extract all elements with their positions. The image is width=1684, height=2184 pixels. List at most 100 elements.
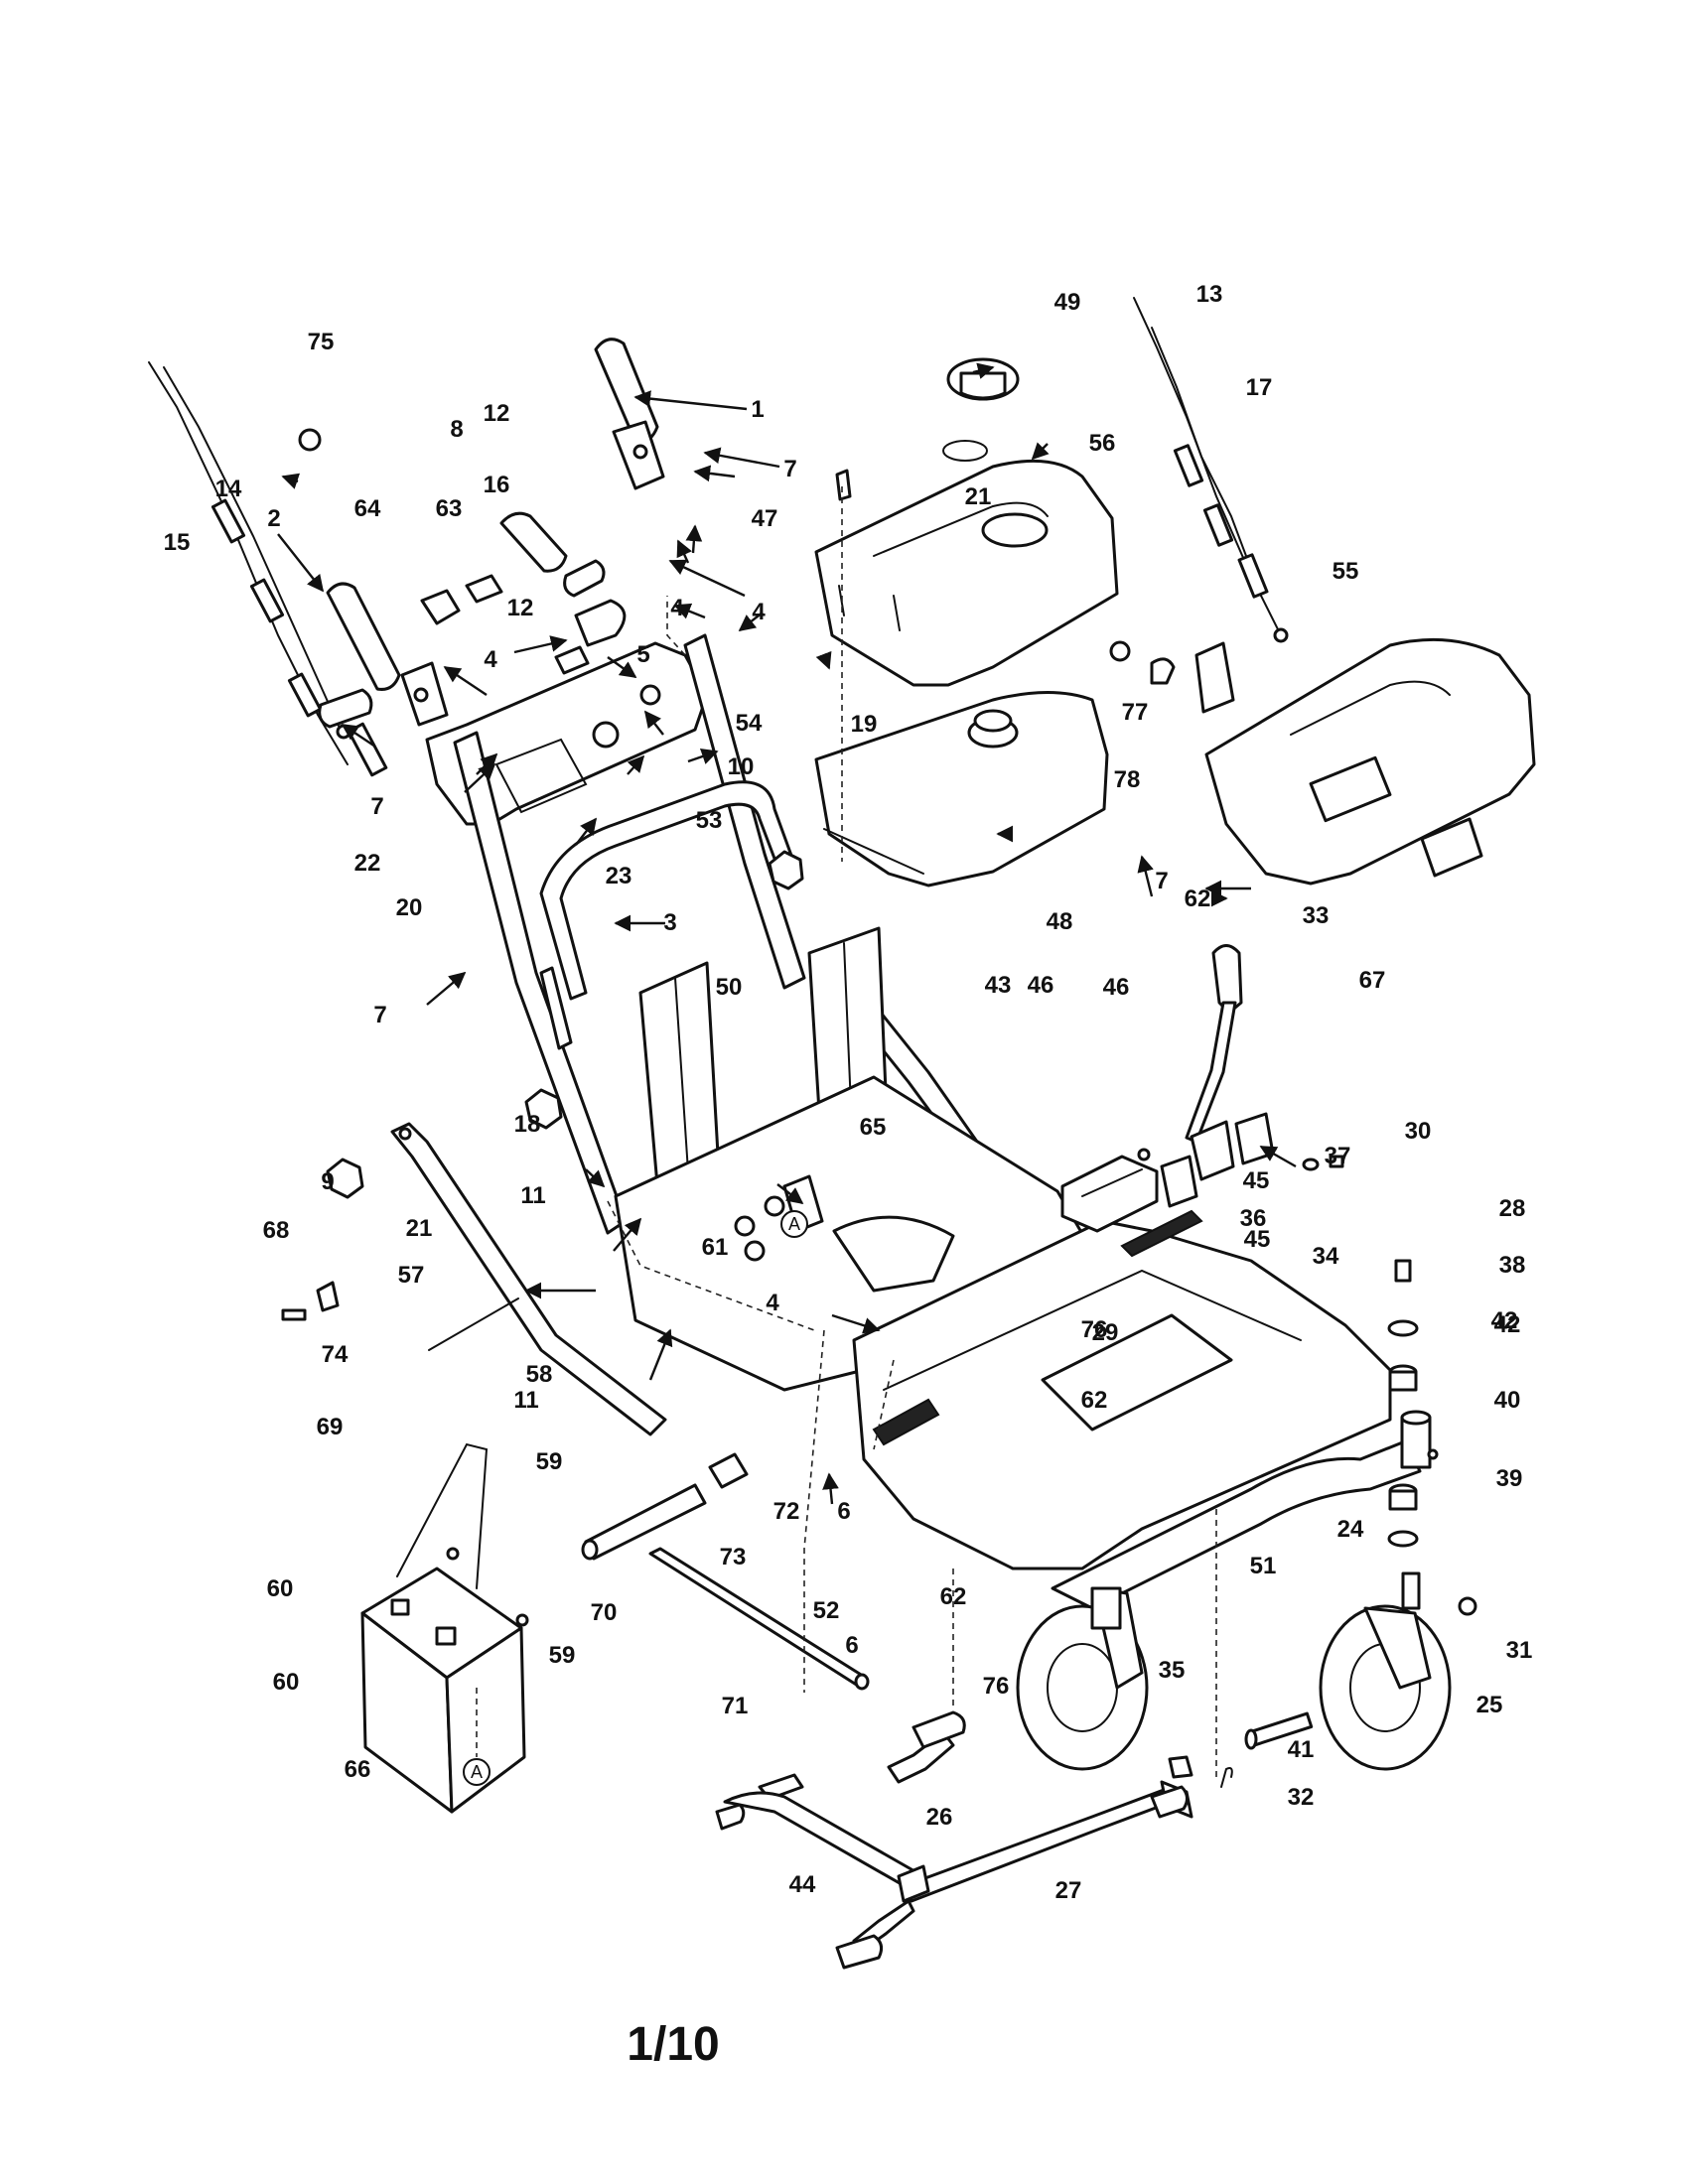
callout-label: 47: [752, 505, 778, 532]
callout-label: 13: [1196, 281, 1223, 308]
callout-label: 70: [591, 1599, 618, 1626]
callout-label: 46: [1028, 972, 1054, 999]
battery: [360, 1442, 529, 1814]
callout-label: 43: [985, 972, 1012, 999]
reference-marker-label: A: [788, 1214, 800, 1234]
handle-rails: [453, 633, 806, 1235]
callout-label: 45: [1244, 1226, 1271, 1253]
callout-label: 14: [215, 476, 242, 502]
axle-frame: [1051, 1410, 1432, 1610]
handle-brackets: [400, 420, 665, 727]
callout-label: 68: [263, 1217, 290, 1244]
callout-label: 19: [851, 711, 878, 738]
callout-label: 10: [728, 753, 755, 780]
drive-cable-right: [1133, 297, 1289, 643]
assembly-lines: [476, 486, 1217, 1777]
callout-label: 45: [1243, 1167, 1270, 1194]
pins-and-clips: [1168, 1755, 1233, 1788]
callout-label: 73: [720, 1544, 747, 1570]
bracket: [1060, 1148, 1159, 1233]
callout-label: 25: [1476, 1692, 1503, 1718]
callout-label: 11: [513, 1387, 538, 1414]
callout-label: 48: [1047, 908, 1073, 935]
callout-label: 78: [1114, 766, 1141, 793]
callout-label: 49: [1054, 289, 1081, 316]
callout-label: 69: [317, 1414, 344, 1440]
callout-label: 17: [1246, 374, 1273, 401]
callout-label: 24: [1337, 1516, 1364, 1543]
callout-label: 75: [308, 329, 335, 355]
reference-marker-bottom: A: [463, 1758, 491, 1786]
wheel-hardware: [1387, 1259, 1477, 1616]
callout-label: 55: [1333, 558, 1359, 585]
linkage-assembly: [715, 1710, 1193, 1970]
caster-wheel-left: [1016, 1586, 1149, 1771]
callout-label: 52: [813, 1597, 840, 1624]
callout-label: 54: [736, 710, 763, 737]
callout-label: 46: [1103, 974, 1130, 1001]
callout-label: 60: [273, 1669, 300, 1696]
handle-grips: [318, 338, 659, 729]
mounting-uprights: [638, 926, 891, 1221]
rod: [428, 1297, 519, 1351]
callout-label: 16: [484, 472, 510, 498]
callout-label: 2: [267, 505, 280, 532]
callout-label: 5: [636, 641, 649, 668]
callout-label: 34: [1313, 1243, 1339, 1270]
callout-label: 15: [164, 529, 191, 556]
callout-label: 42: [1491, 1307, 1518, 1334]
callout-label: 58: [526, 1361, 553, 1388]
page-number: 1/10: [627, 2018, 719, 2071]
callout-label: 4: [484, 646, 497, 673]
reference-marker-top: A: [780, 1210, 808, 1238]
callout-label: 7: [373, 1002, 386, 1028]
callout-label: 60: [267, 1575, 294, 1602]
callout-label: 51: [1250, 1553, 1277, 1579]
callout-label: 53: [696, 807, 723, 834]
callout-label: 26: [926, 1804, 953, 1831]
callout-label: 38: [1499, 1252, 1526, 1279]
callout-label: 62: [940, 1583, 967, 1610]
callout-label: 21: [965, 483, 992, 510]
callout-label: 44: [789, 1871, 816, 1898]
callout-label: 66: [345, 1756, 371, 1783]
callout-label: 67: [1359, 967, 1386, 994]
callout-label: 35: [1159, 1657, 1186, 1684]
callout-label: 3: [663, 909, 676, 936]
reference-marker-label: A: [471, 1762, 483, 1782]
callout-label: 4: [752, 599, 766, 625]
fuel-tank: [814, 357, 1119, 687]
callout-label: 23: [606, 863, 632, 889]
callout-label: 63: [436, 495, 463, 522]
callout-label: 9: [321, 1168, 334, 1195]
callout-label: 57: [398, 1262, 425, 1289]
callout-label: 39: [1496, 1465, 1523, 1492]
callout-label: 59: [536, 1448, 563, 1475]
callout-label: 32: [1288, 1784, 1315, 1811]
callout-label: 12: [484, 400, 510, 427]
callout-label: 40: [1494, 1387, 1521, 1414]
small-hardware: [281, 428, 340, 1321]
callout-label: 71: [722, 1693, 749, 1719]
callout-label: 62: [1081, 1387, 1108, 1414]
callout-label: 30: [1405, 1118, 1432, 1145]
fuel-tank-lower: [814, 691, 1109, 887]
callout-label: 62: [1185, 886, 1211, 912]
callout-label: 37: [1325, 1143, 1351, 1169]
callout-label: 77: [1122, 699, 1149, 726]
callout-label: 74: [322, 1341, 349, 1368]
callout-label: 50: [716, 974, 743, 1001]
shafts: [581, 1452, 870, 1691]
callout-label: 76: [983, 1673, 1010, 1700]
callout-label: 61: [702, 1234, 729, 1261]
callout-label: 72: [773, 1498, 800, 1525]
callout-label: 31: [1506, 1637, 1533, 1664]
callout-label: 33: [1303, 902, 1330, 929]
callout-label: 56: [1089, 430, 1116, 457]
callout-label: 76: [1081, 1316, 1108, 1343]
callout-label: 8: [450, 416, 463, 443]
callout-label: 18: [514, 1111, 541, 1138]
callout-label: 64: [354, 495, 381, 522]
callout-label: 21: [406, 1215, 433, 1242]
